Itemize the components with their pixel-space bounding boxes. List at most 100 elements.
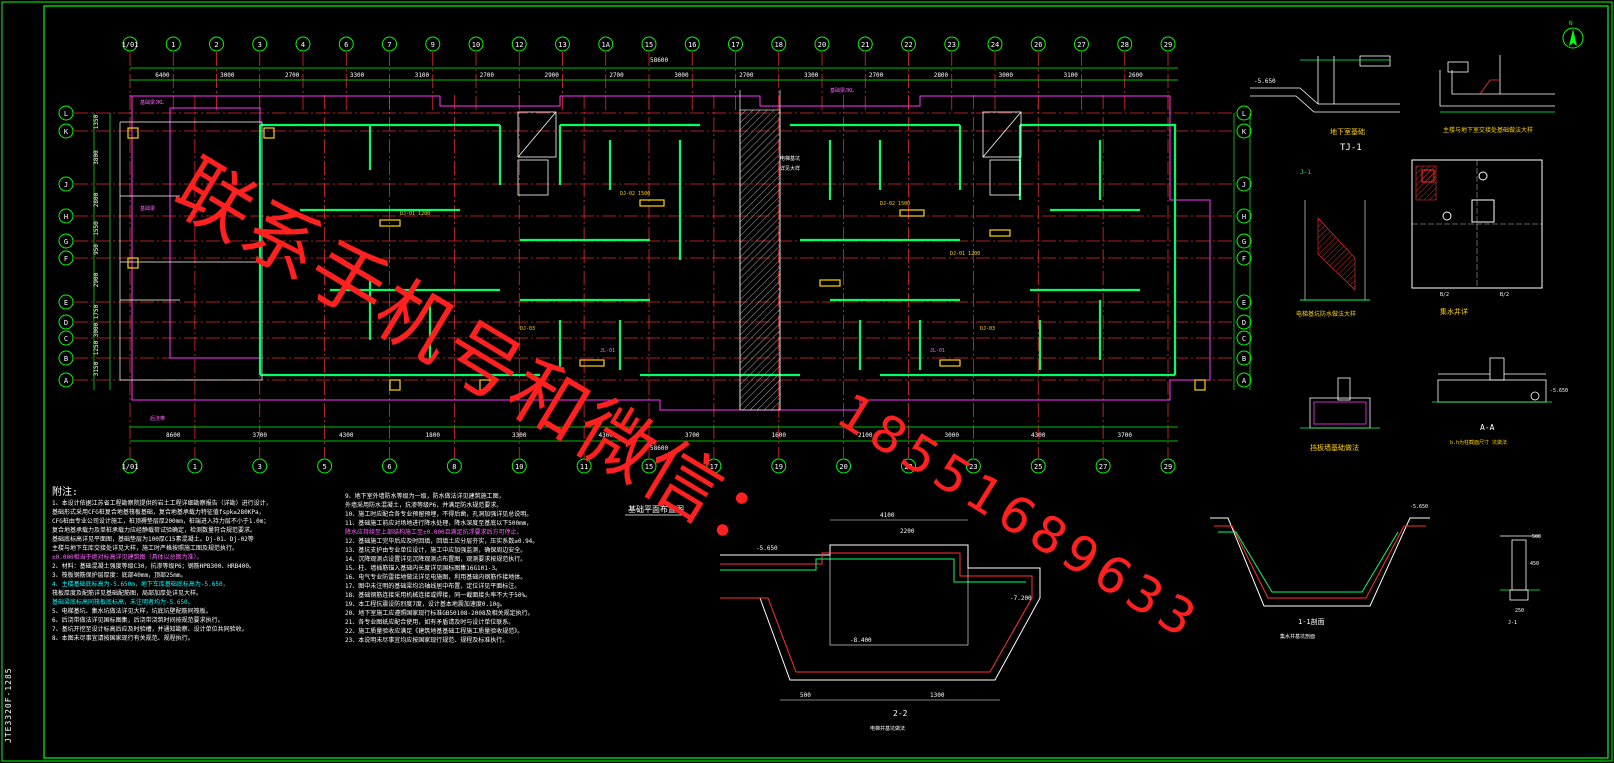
axis-bubble-right: J [1236,176,1252,192]
axis-label-right: B [1242,355,1246,363]
axis-bubble-top: 1 [165,36,181,52]
axis-label-top: 1A [602,41,611,49]
axis-label-bottom: 11 [580,463,588,471]
axis-bubble-left: L [58,105,74,121]
note-line: 1、本设计依据江苏省工程勘察院提供的岩土工程详细勘察报告（详勘）进行设计， [52,500,272,507]
axis-label-left: H [64,213,68,221]
elev-a: -5.650 [1550,388,1568,394]
dim-top: 2800 [934,72,949,79]
dim-top: 3000 [999,72,1014,79]
north-arrow-icon: N [1562,20,1584,49]
svg-text:详见大样: 详见大样 [780,165,800,172]
dim-left: 1350 [93,114,100,129]
axis-label-top: 28 [1121,41,1129,49]
axis-bubble-top: 1/01 [122,36,139,52]
axis-label-top: 21 [861,41,869,49]
dim-total-top: 58600 [650,57,668,64]
axis-bubble-bottom: 27 [1095,458,1111,474]
svg-text:JL-01: JL-01 [930,348,945,354]
note-line: 9、地下室外墙防水等级为一级，防水做法详见建筑施工图， [345,493,505,500]
note-line: 15、柱、墙插筋锚入基础内长度详见国标图集16G101-3。 [345,565,502,572]
axis-bubble-bottom: 25 [1030,458,1046,474]
axis-bubble-top: 22 [901,36,916,52]
axis-bubble-top: 7 [382,36,397,52]
axis-bubble-bottom: 8 [446,458,462,474]
axis-label-bottom: 27 [1099,463,1107,471]
axis-label-right: J [1242,181,1246,189]
axis-label-right: F [1242,255,1246,263]
drawing-code: JTE3320F-1285 [4,667,13,743]
dim-left: 3150 [93,361,100,376]
section-caption-2: 主楼与地下室交接处基础做法大样 [1443,126,1533,134]
axis-bubble-top: 24 [987,36,1003,52]
dim-left: 1750 [93,304,100,319]
dim-bottom: 4300 [339,432,354,439]
note-line: 12、基础施工完毕后应及时回填，回填土应分层夯实，压实系数≥0.94。 [345,538,539,545]
note-line: ±0.000相当于绝对标高详见建筑图（具体以总图为准）。 [52,554,203,561]
small-dim-2: 450 [1530,561,1539,567]
axis-bubble-left: A [58,372,74,388]
pit-caption: 集水井详 [1440,307,1468,316]
note-line: 3、筏板钢筋保护层厚度：底部40mm，顶部25mm。 [52,572,187,579]
detail-sec22 [720,519,1041,701]
wall-caption: 挡板墙基础做法 [1310,443,1359,452]
axis-label-right: C [1242,335,1246,343]
svg-text:电梯基坑: 电梯基坑 [780,155,800,162]
axis-label-bottom: 25 [1034,463,1042,471]
axis-bubble-right: L [1236,105,1252,121]
note-line: 外墙采用防水混凝土，抗渗等级P6，并满足防水规范要求。 [345,502,503,509]
dim-bottom: 4300 [1031,432,1046,439]
axis-bubble-top: 16 [684,36,700,52]
axis-label-top: 22 [904,41,912,49]
axis-bubble-bottom: 29 [1160,458,1176,474]
detail-junction [1439,55,1555,113]
pit-dim-b2-b: B/2 [1500,292,1509,298]
axis-label-bottom: 19 [775,463,783,471]
axis-label-top: 1 [171,41,175,49]
axis-bubble-top: 29 [1160,36,1176,52]
dim-left: 2800 [93,192,100,207]
axis-bubble-right: F [1236,250,1252,266]
dim-left: 1250 [93,340,100,355]
aa-label: A-A [1480,423,1495,432]
axis-label-bottom: 20 [839,463,847,471]
axis-label-bottom: 15 [645,463,653,471]
axis-label-left: A [64,377,69,385]
dim-top: 3100 [415,72,430,79]
axis-label-bottom: 1 [193,463,197,471]
svg-text:后浇带: 后浇带 [150,415,165,422]
axis-label-top: 2 [214,41,218,49]
small-dim-1: 500 [1532,534,1541,540]
dim-left: 3000 [93,322,100,337]
axis-label-top: 26 [1034,41,1042,49]
sec22-dim-a: 4100 [880,512,895,519]
dim-bottom: 3700 [1118,432,1133,439]
axis-bubble-top: 9 [425,36,441,52]
detail-small [1500,535,1540,601]
axis-bubble-bottom: 5 [317,458,333,474]
sec11-caption: 集水井基坑剖面 [1280,633,1315,640]
notes-left: 附注: 1、本设计依据江苏省工程勘察院提供的岩土工程详细勘察报告（详勘）进行设计… [52,488,272,643]
svg-text:DJ-01 1200: DJ-01 1200 [950,251,980,257]
axis-label-top: 15 [645,41,653,49]
axis-label-top: 10 [472,41,480,49]
axis-bubble-left: H [58,208,74,224]
dim-top: 3100 [1063,72,1078,79]
notes-title: 附注: [52,487,79,498]
detail-aa [1432,357,1552,403]
axis-bubble-left: C [58,330,74,346]
axis-label-top: 12 [515,41,523,49]
axis-label-top: 1/01 [122,41,139,49]
axis-label-top: 18 [775,41,783,49]
axis-bubble-left: K [58,123,74,139]
note-line: 复合地基承载力及单桩承载力应经静载荷试验确定，检测数量符合规范要求。 [52,527,257,534]
axis-bubble-right: H [1236,208,1252,224]
dim-bottom: 4300 [599,432,614,439]
axis-bubble-right: B [1236,350,1252,366]
note-line: 20、地下室施工应遵照国家现行标准GB50108-2008及相关规定执行。 [345,610,534,617]
note-line: 19、本工程抗震设防烈度7度，设计基本地震加速度0.10g。 [345,601,506,608]
dim-bottom: 2100 [858,432,873,439]
dim-left: 2900 [93,272,100,287]
